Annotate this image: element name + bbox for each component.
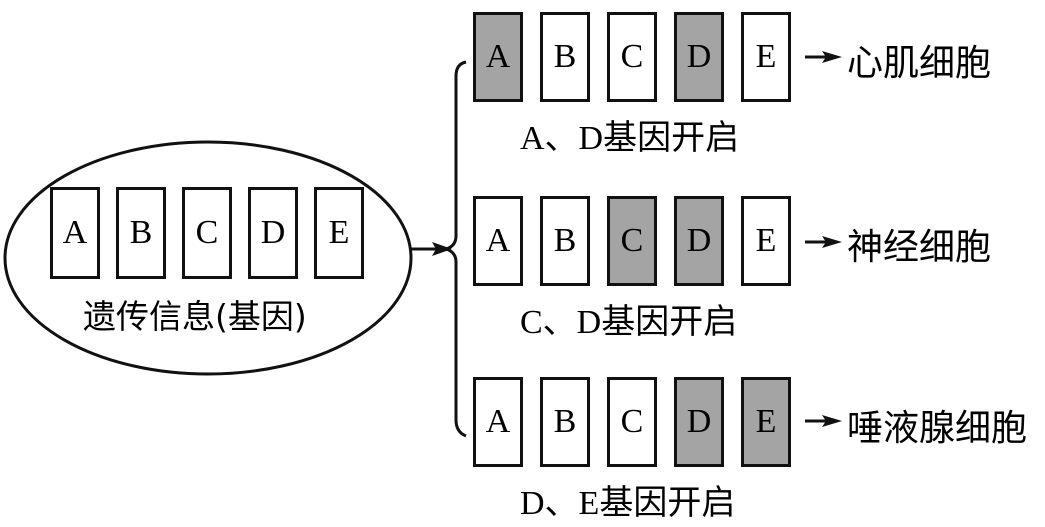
row-1-gene-d-active: D xyxy=(674,12,724,102)
row-3-caption: D、E基因开启 xyxy=(520,485,736,522)
row-3-cell-type: 唾液腺细胞 xyxy=(847,408,1028,449)
row-3-gene-a: A xyxy=(473,377,523,467)
row-2-gene-c-active: C xyxy=(607,196,657,286)
row-2-gene-e: E xyxy=(741,196,791,286)
row-2-gene-a: A xyxy=(473,196,523,286)
source-label: 遗传信息(基因) xyxy=(83,297,307,336)
source-gene-e: E xyxy=(314,187,364,279)
row-3-gene-d-active: D xyxy=(674,377,724,467)
row-3-gene-c: C xyxy=(607,377,657,467)
row-2-gene-b: B xyxy=(540,196,590,286)
source-gene-a: A xyxy=(50,187,100,279)
source-ellipse xyxy=(3,140,413,376)
row-1-gene-c: C xyxy=(607,12,657,102)
row-1-cell-type: 心肌细胞 xyxy=(847,43,992,84)
branch-brace xyxy=(440,60,467,438)
source-gene-b: B xyxy=(116,187,166,279)
row-3-gene-b: B xyxy=(540,377,590,467)
row-2-caption: C、D基因开启 xyxy=(520,304,738,341)
row-2-gene-d-active: D xyxy=(674,196,724,286)
source-gene-d: D xyxy=(248,187,298,279)
row-arrows xyxy=(805,51,842,427)
row-3-gene-e-active: E xyxy=(741,377,791,467)
row-1-gene-a-active: A xyxy=(473,12,523,102)
source-gene-c: C xyxy=(182,187,232,279)
row-1-gene-e: E xyxy=(741,12,791,102)
row-2-cell-type: 神经细胞 xyxy=(847,227,992,268)
row-1-gene-b: B xyxy=(540,12,590,102)
row-1-caption: A、D基因开启 xyxy=(520,120,740,157)
